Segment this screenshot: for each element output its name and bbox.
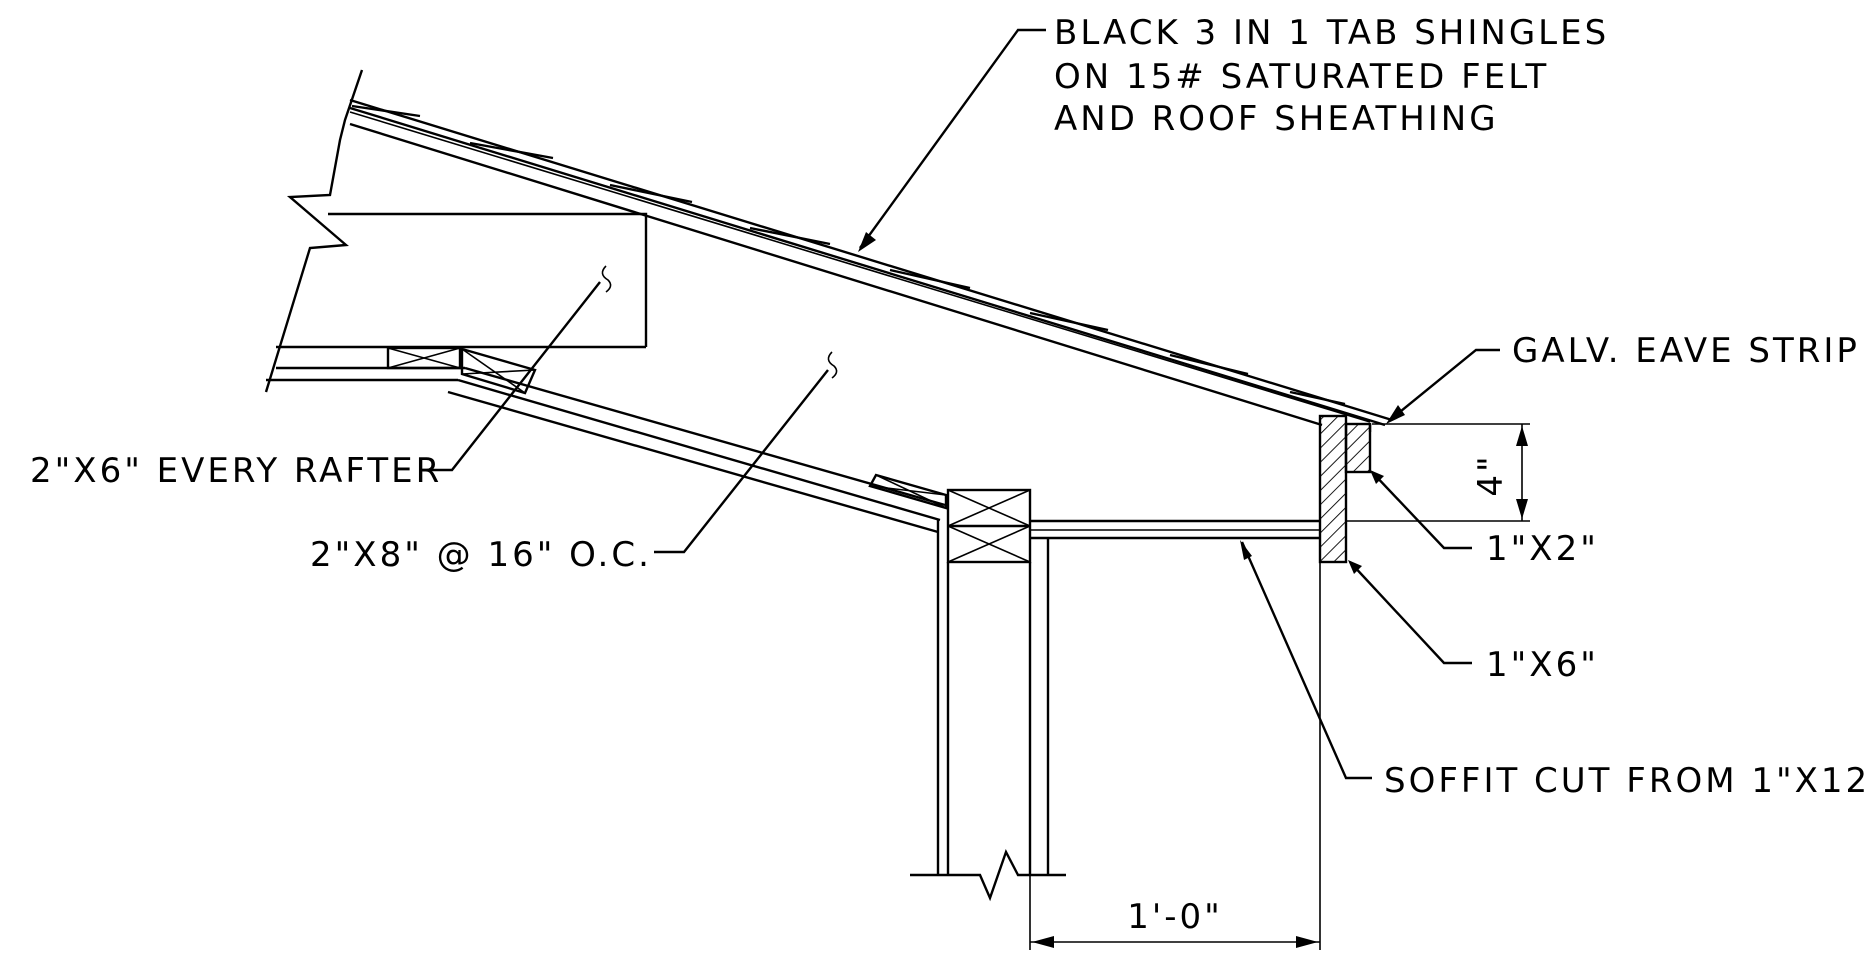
roof-sheathing-bottom [349,122,1323,427]
rafter-2x8-note: 2"X8" @ 16" O.C. [310,535,652,575]
eave-strip-note: GALV. EAVE STRIP [1512,331,1860,371]
label-trim-1x2: 1"X2" [1370,470,1599,569]
roof-assembly [264,69,1393,427]
rafter-2x8-break-mark [827,351,838,379]
shingle-tabs [351,104,1346,406]
blocking-1 [386,346,462,370]
label-rafter-2x6: 2"X6" EVERY RAFTER [30,281,601,491]
trim-1x2-note: 1"X2" [1486,529,1599,569]
rafter-2x6-note: 2"X6" EVERY RAFTER [30,451,442,491]
roof-break-line [264,69,364,393]
shingles-note-line3: AND ROOF SHEATHING [1054,99,1499,139]
label-shingles: BLACK 3 IN 1 TAB SHINGLES ON 15# SATURAT… [858,13,1609,252]
dim-1-foot: 1'-0" [1127,897,1223,937]
soffit-note: SOFFIT CUT FROM 1"X12" [1384,761,1870,801]
label-rafter-2x8: 2"X8" @ 16" O.C. [310,369,829,575]
label-eave-strip: GALV. EAVE STRIP [1386,331,1860,424]
dimension-horizontal: 1'-0" [1029,562,1321,950]
soffit-board [1030,519,1320,540]
fascia-1x6 [1318,414,1348,564]
rafter-2x6-break-mark [601,265,612,293]
label-soffit: SOFFIT CUT FROM 1"X12" [1240,540,1870,801]
wall-break-line [910,848,1066,902]
shingle-line-2 [349,106,1386,427]
wall-assembly [910,488,1066,902]
rafter-2x8 [266,346,948,534]
trim-1x2 [1344,422,1372,474]
label-fascia-1x6: 1"X6" [1348,560,1599,685]
shingles-note-line2: ON 15# SATURATED FELT [1054,57,1549,97]
rafter-2x6-outline [328,212,648,347]
fascia-1x6-note: 1"X6" [1486,645,1599,685]
shingles-note-line1: BLACK 3 IN 1 TAB SHINGLES [1054,13,1609,53]
dimension-vertical: 4" [1346,423,1530,522]
dim-4-inch: 4" [1471,453,1511,496]
felt-line [349,111,1371,423]
